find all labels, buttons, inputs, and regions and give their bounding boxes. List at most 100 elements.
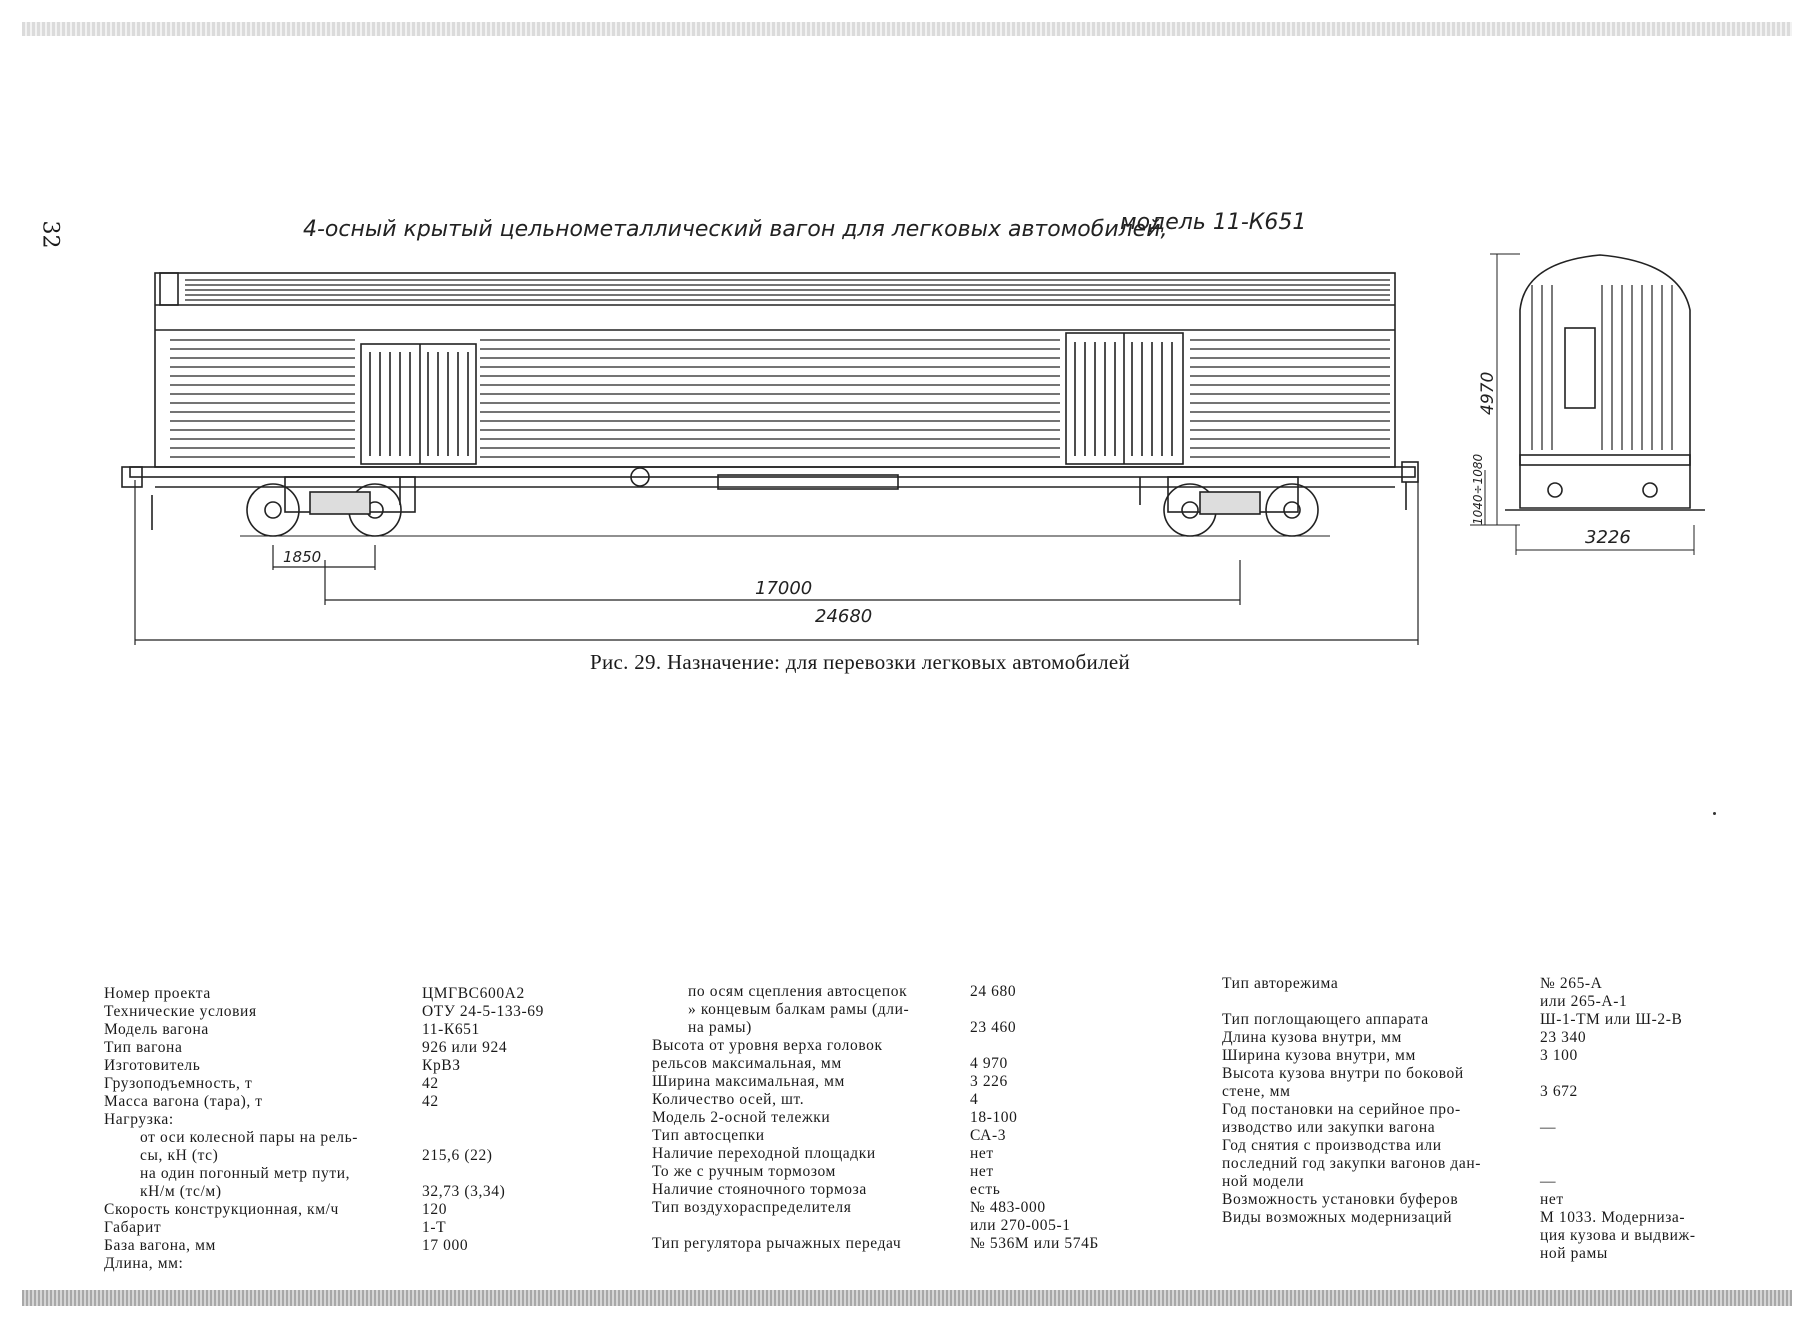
spec-label: от оси колесной пары на рель- — [140, 1129, 359, 1146]
spec-value: нет — [970, 1163, 994, 1180]
spec-label: последний год закупки вагонов дан- — [1222, 1155, 1482, 1172]
spec-row: » концевым балкам рамы (дли- — [652, 1001, 1132, 1019]
dim-length: 24680 — [815, 606, 872, 627]
spec-row: Длина кузова внутри, мм 23 340 — [1222, 1029, 1742, 1047]
spec-value: 120 — [422, 1201, 448, 1218]
spec-value: есть — [970, 1181, 1001, 1198]
spec-label: Скорость конструкционная, км/ч — [104, 1201, 339, 1218]
spec-value: 23 460 — [970, 1019, 1017, 1036]
spec-row: ной рамы — [1222, 1245, 1742, 1263]
wagon-drawing: 4-осный крытый цельнометаллический вагон… — [121, 210, 1705, 645]
spec-value: 17 000 — [422, 1237, 469, 1254]
spec-label: по осям сцепления автосцепок — [688, 983, 908, 1000]
spec-row: Грузоподъемность, т 42 — [104, 1075, 584, 1093]
dimensions: 1850 17000 24680 — [134, 480, 1419, 645]
spec-row: на рамы) 23 460 — [652, 1019, 1132, 1037]
spec-label: Номер проекта — [104, 985, 211, 1002]
spec-row: ной модели— — [1222, 1173, 1742, 1191]
spec-label: Модель 2-осной тележки — [652, 1109, 831, 1126]
spec-value: № 536М или 574Б — [970, 1235, 1099, 1252]
dim-bogie-base: 1850 — [283, 548, 321, 566]
spec-value: 1-Т — [422, 1219, 447, 1236]
spec-label: Длина, мм: — [104, 1255, 184, 1272]
spec-row: Габарит 1-Т — [104, 1219, 584, 1237]
spec-value: СА-3 — [970, 1127, 1007, 1144]
spec-label: Тип вагона — [104, 1039, 183, 1056]
spec-row: по осям сцепления автосцепок 24 680 — [652, 983, 1132, 1001]
spec-value: нет — [970, 1145, 994, 1162]
spec-value: 42 — [422, 1093, 439, 1110]
spec-row: Номер проекта ЦМГВС600А2 — [104, 985, 584, 1003]
spec-value: № 483-000 — [970, 1199, 1046, 1216]
spec-label: Грузоподъемность, т — [104, 1075, 253, 1092]
spec-row: Тип воздухораспределителя № 483-000 — [652, 1199, 1132, 1217]
spec-value: ЦМГВС600А2 — [422, 985, 525, 1002]
dim-coupler-height: 1040÷1080 — [1471, 454, 1485, 525]
dim-width: 3226 — [1585, 527, 1631, 548]
spec-value: М 1033. Модерниза- — [1540, 1209, 1686, 1226]
spec-row: Тип вагона 926 или 924 — [104, 1039, 584, 1057]
spec-value: № 265-А — [1540, 975, 1603, 992]
spec-row: Нагрузка: — [104, 1111, 584, 1129]
spec-value: КрВЗ — [422, 1057, 461, 1074]
spec-label: Количество осей, шт. — [652, 1091, 805, 1108]
spec-label: Габарит — [104, 1219, 162, 1236]
spec-label: » концевым балкам рамы (дли- — [688, 1001, 910, 1018]
spec-row: ция кузова и выдвиж- — [1222, 1227, 1742, 1245]
spec-value: — — [1540, 1173, 1557, 1190]
spec-row: Длина, мм: — [104, 1255, 584, 1273]
spec-row: То же с ручным тормозом нет — [652, 1163, 1132, 1181]
spec-label: Наличие стояночного тормоза — [652, 1181, 867, 1198]
spec-label: Возможность установки буферов — [1222, 1191, 1459, 1208]
spec-label: Ширина кузова внутри, мм — [1222, 1047, 1416, 1064]
spec-value: 42 — [422, 1075, 439, 1092]
spec-value: ОТУ 24-5-133-69 — [422, 1003, 544, 1020]
bogie-right — [1163, 476, 1319, 537]
spec-value: 23 340 — [1540, 1029, 1587, 1046]
dim-height: 4970 — [1478, 372, 1498, 415]
spec-label: Нагрузка: — [104, 1111, 174, 1128]
scan-speck — [1713, 812, 1716, 815]
spec-label: Год снятия с производства или — [1222, 1137, 1442, 1154]
scan-edge-top — [22, 22, 1792, 36]
spec-value: ция кузова и выдвиж- — [1540, 1227, 1696, 1244]
spec-label: Высота от уровня верха головок — [652, 1037, 883, 1054]
spec-label: рельсов максимальная, мм — [652, 1055, 842, 1072]
spec-row: Высота кузова внутри по боковой — [1222, 1065, 1742, 1083]
spec-row: Наличие стояночного тормоза есть — [652, 1181, 1132, 1199]
spec-label: кН/м (тс/м) — [140, 1183, 222, 1200]
spec-value: 4 970 — [970, 1055, 1008, 1072]
spec-value: или 265-А-1 — [1540, 993, 1628, 1010]
spec-label: на один погонный метр пути, — [140, 1165, 351, 1182]
spec-row: Высота от уровня верха головок — [652, 1037, 1132, 1055]
spec-value: 24 680 — [970, 983, 1017, 1000]
scan-edge-bottom — [22, 1290, 1792, 1306]
spec-row: от оси колесной пары на рель- — [104, 1129, 584, 1147]
spec-value: 926 или 924 — [422, 1039, 508, 1056]
spec-label: Тип поглощающего аппарата — [1222, 1011, 1429, 1028]
spec-value: или 270-005-1 — [970, 1217, 1071, 1234]
spec-label: на рамы) — [688, 1019, 752, 1036]
spec-label: стене, мм — [1222, 1083, 1291, 1100]
spec-label: Тип воздухораспределителя — [652, 1199, 852, 1216]
spec-label: Длина кузова внутри, мм — [1222, 1029, 1402, 1046]
spec-label: Тип авторежима — [1222, 975, 1339, 992]
drawing-model: модель 11-К651 — [1120, 210, 1306, 235]
spec-label: Виды возможных модернизаций — [1222, 1209, 1453, 1226]
spec-label: сы, кН (тс) — [140, 1147, 219, 1164]
drawing-title: 4-осный крытый цельнометаллический вагон… — [303, 217, 1168, 242]
spec-label: То же с ручным тормозом — [652, 1163, 836, 1180]
spec-label: Модель вагона — [104, 1021, 209, 1038]
